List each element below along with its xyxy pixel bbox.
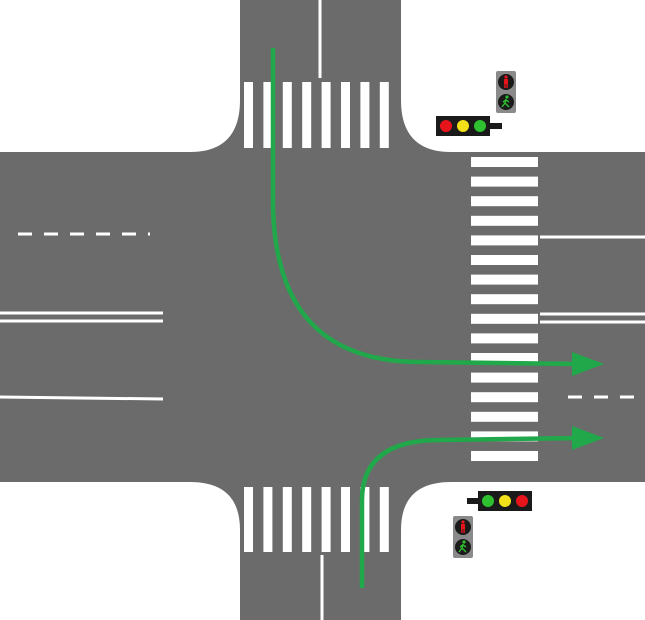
crosswalk-stripe (471, 372, 538, 383)
pedestrian-signal-south-east-icon (453, 516, 473, 558)
crosswalk-stripe (282, 487, 292, 552)
corner-nw (190, 100, 240, 152)
crosswalk-south (244, 487, 389, 552)
crosswalk-stripe (471, 157, 538, 167)
crosswalk-stripe (471, 333, 538, 344)
crosswalk-stripe (471, 255, 538, 265)
walk-figure-icon (458, 540, 467, 553)
crosswalk-stripe (471, 235, 538, 246)
crosswalk-stripe (471, 411, 538, 422)
crosswalk-stripe (263, 82, 273, 148)
traffic-light-north-east-icon (436, 116, 502, 136)
corner-se (401, 482, 451, 530)
crosswalk-stripe (471, 215, 538, 226)
crosswalk-stripe (471, 313, 538, 324)
walk-figure-icon (501, 95, 510, 108)
crosswalk-stripe (379, 82, 389, 148)
crosswalk-stripe (471, 196, 538, 207)
stop-figure-icon (461, 520, 465, 533)
east-west-road (0, 152, 645, 482)
crosswalk-stripe (379, 487, 389, 552)
crosswalk-stripe (471, 274, 538, 285)
route-southbound-right-turn-arrow-icon (270, 48, 583, 367)
crosswalk-stripe (282, 82, 292, 148)
crosswalk-stripe (321, 82, 331, 148)
crosswalk-stripe (302, 487, 312, 552)
crosswalk-stripe (244, 82, 253, 148)
west-edge-line (0, 395, 164, 401)
traffic-light-south-east-icon (467, 491, 532, 511)
crosswalk-stripe (471, 294, 538, 305)
route-northbound-right-turn-arrow-icon (359, 435, 583, 588)
crosswalk-east (471, 157, 538, 461)
crosswalk-stripe (341, 487, 350, 552)
corner-ne (401, 100, 451, 152)
crosswalk-stripe (360, 487, 370, 552)
crosswalk-stripe (321, 487, 331, 552)
route-northbound-arrowhead-icon (572, 426, 604, 450)
crosswalk-north (244, 82, 389, 148)
crosswalk-stripe (471, 353, 538, 363)
route-arrows (270, 48, 604, 588)
crosswalk-stripe (302, 82, 312, 148)
crosswalk-stripe (471, 392, 538, 403)
crosswalk-stripe (244, 487, 253, 552)
pedestrian-signal-north-east-icon (496, 71, 516, 113)
crosswalk-stripe (341, 82, 350, 148)
stop-figure-icon (504, 75, 508, 88)
crosswalk-stripe (471, 176, 538, 187)
crosswalk-stripe (471, 451, 538, 461)
route-southbound-arrowhead-icon (572, 352, 604, 376)
corner-sw (190, 482, 240, 530)
crosswalk-stripe (471, 431, 538, 442)
crosswalk-stripe (263, 487, 273, 552)
crosswalk-stripe (360, 82, 370, 148)
